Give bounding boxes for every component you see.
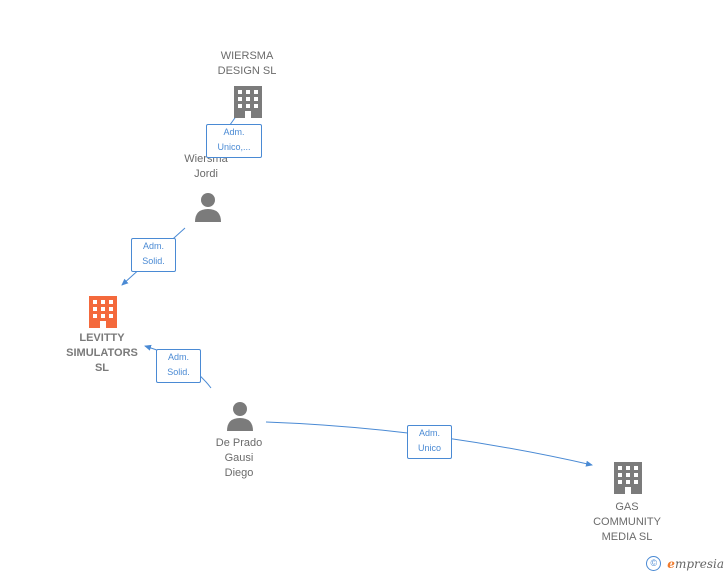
brand-initial: e [667, 556, 675, 571]
node-label-de-prado[interactable]: De Prado Gausi Diego [215, 437, 263, 479]
brand-logo[interactable]: empresia [667, 557, 724, 571]
building-icon[interactable] [614, 462, 642, 494]
copyright-icon: © [646, 556, 662, 571]
edge-label-prado-to-gas[interactable]: Adm. Unico [407, 425, 452, 459]
brand-rest: mpresia [674, 556, 724, 571]
edge-label-jordi-to-design[interactable]: Adm. Unico,... [206, 124, 262, 158]
node-label-gas-community[interactable]: GAS COMMUNITY MEDIA SL [593, 501, 661, 543]
building-icon[interactable] [234, 86, 262, 118]
person-icon[interactable] [195, 193, 221, 222]
node-label-wiersma-design[interactable]: WIERSMA DESIGN SL [217, 50, 277, 77]
node-label-levitty[interactable]: LEVITTY SIMULATORS SL [66, 332, 138, 374]
edge-label-prado-to-levitty[interactable]: Adm. Solid. [156, 349, 201, 383]
footer-brand: © empresia [646, 556, 724, 571]
edge-label-jordi-to-levitty[interactable]: Adm. Solid. [131, 238, 176, 272]
building-icon[interactable] [89, 296, 117, 328]
person-icon[interactable] [227, 402, 253, 431]
